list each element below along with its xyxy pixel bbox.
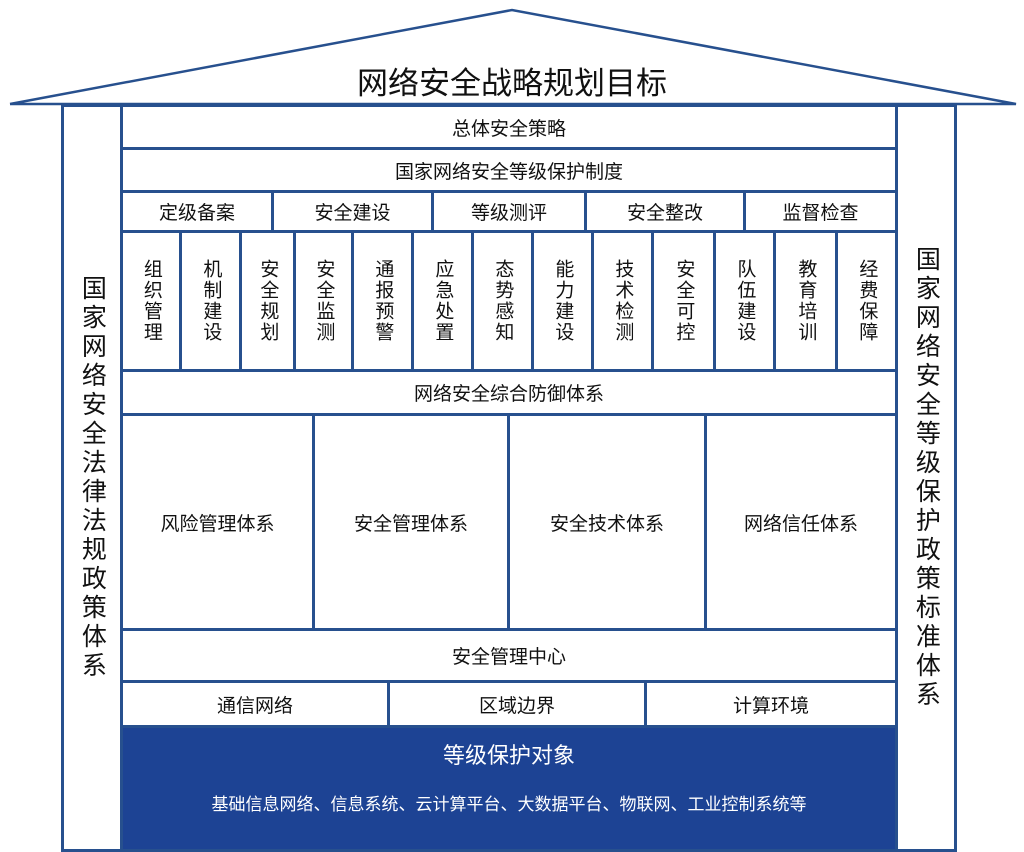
base-title: 等级保护对象: [442, 744, 575, 769]
base-subtitle: 基础信息网络、信息系统、云计算平台、大数据平台、物联网、工业控制系统等: [211, 795, 807, 815]
infra-cell: 通信网络: [120, 680, 390, 728]
measure-cell: 安全规划: [239, 230, 296, 372]
stage-cell: 定级备案: [120, 190, 274, 233]
row-defense: 网络安全综合防御体系: [120, 369, 898, 416]
measure-cell: 技术检测: [591, 230, 654, 372]
measure-cell: 教育培训: [773, 230, 838, 372]
measure-cell: 应急处置: [411, 230, 474, 372]
system-cell: 风险管理体系: [120, 413, 315, 631]
row-center: 安全管理中心: [120, 628, 898, 683]
measure-cell: 安全监测: [293, 230, 354, 372]
measure-cell: 机制建设: [179, 230, 242, 372]
row-system: 国家网络安全等级保护制度: [120, 147, 898, 193]
left-pillar: 国家网络安全法律法规政策体系: [61, 104, 123, 852]
stage-cell: 安全整改: [584, 190, 746, 233]
measure-cell: 队伍建设: [713, 230, 776, 372]
right-pillar: 国家网络安全等级保护政策标准体系: [895, 104, 957, 852]
stage-cell: 等级测评: [431, 190, 587, 233]
measure-cell: 能力建设: [531, 230, 594, 372]
infra-cell: 计算环境: [644, 680, 898, 728]
measure-cell: 组织管理: [120, 230, 182, 372]
stage-cell: 监督检查: [743, 190, 898, 233]
measure-cell: 态势感知: [471, 230, 534, 372]
row-strategy: 总体安全策略: [120, 104, 898, 150]
protection-object-box: 等级保护对象 基础信息网络、信息系统、云计算平台、大数据平台、物联网、工业控制系…: [120, 725, 898, 852]
infra-cell: 区域边界: [387, 680, 647, 728]
measure-cell: 通报预警: [351, 230, 414, 372]
system-cell: 网络信任体系: [704, 413, 898, 631]
diagram-title: 网络安全战略规划目标: [357, 66, 667, 102]
system-cell: 安全管理体系: [312, 413, 510, 631]
stage-cell: 安全建设: [271, 190, 434, 233]
measure-cell: 安全可控: [651, 230, 716, 372]
system-cell: 安全技术体系: [507, 413, 707, 631]
measure-cell: 经费保障: [835, 230, 898, 372]
